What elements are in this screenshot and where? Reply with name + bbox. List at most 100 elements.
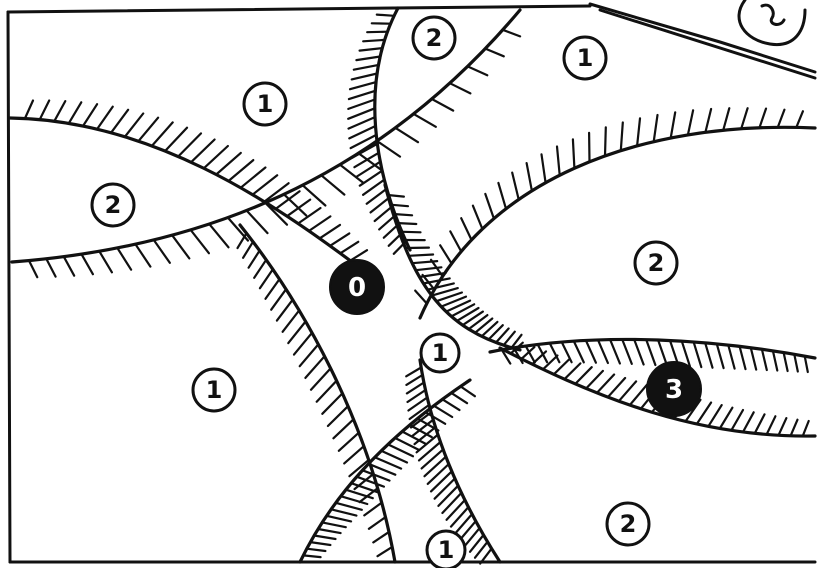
curve-top-arc-hatch: [348, 100, 375, 109]
curve-right-lens-bottom-hatch: [608, 378, 625, 397]
curve-right-upper-hatch: [671, 112, 676, 138]
region-label-bottom-right-region: 2: [607, 503, 649, 545]
curve-center-left-hatch: [300, 344, 319, 366]
region-label-top-right-region: 1: [564, 37, 606, 79]
curve-left-upper-hatch: [54, 101, 65, 121]
curve-left-lower-hatch: [154, 240, 170, 263]
curve-center-left-hatch: [266, 279, 280, 299]
curve-right-upper-hatch: [498, 183, 506, 209]
curve-center-left-hatch: [373, 532, 389, 543]
region-label-top-lens: 2: [413, 17, 455, 59]
curve-center-left-hatch: [333, 419, 353, 438]
curve-left-upper-hatch: [191, 140, 215, 163]
curve-center-left-hatch: [243, 242, 253, 258]
curve-left-lower-hatch: [136, 244, 151, 266]
curve-right-upper-hatch: [796, 111, 803, 127]
curve-left-lower-hatch: [450, 83, 471, 93]
diagram-frame: [8, 0, 815, 562]
curve-right-lens-top-hatch: [622, 339, 632, 364]
region-label-text: 1: [257, 90, 274, 118]
curve-center-left-hatch: [283, 311, 300, 332]
curve-left-upper-hatch: [111, 110, 128, 133]
curve-right-lens-top-hatch: [805, 356, 808, 372]
curve-right-lens-bottom-hatch: [697, 403, 711, 425]
curve-center-left-hatch: [344, 446, 364, 463]
curve-left-lower-hatch: [46, 259, 55, 277]
curve-right-upper-hatch: [705, 109, 711, 132]
curve-center-left-hatch: [254, 260, 266, 278]
curve-right-lens-top-hatch: [762, 349, 767, 370]
region-label-text: 3: [665, 375, 683, 405]
curve-right-upper-hatch: [621, 123, 623, 151]
curve-lower-left-arc-hatch: [318, 529, 341, 533]
region-label-text: 1: [577, 44, 594, 72]
curve-lower-left-arc-hatch: [327, 516, 352, 522]
curve-right-lens-top-hatch: [740, 346, 746, 369]
curve-left-upper-hatch: [178, 133, 201, 156]
curve-center-left-hatch: [249, 251, 260, 268]
curve-left-upper-hatch: [309, 216, 330, 231]
curve-right-lens-bottom-hatch: [731, 410, 743, 430]
region-label-text: 0: [348, 273, 366, 303]
curve-lower-middle-hatch: [447, 500, 465, 520]
curve-top-arc-hatch: [348, 108, 375, 119]
curve-lower-left-arc-hatch: [434, 406, 452, 417]
curve-center-right-hatch: [451, 304, 474, 316]
curve-right-upper-hatch: [461, 218, 471, 240]
curve-right-upper-hatch: [485, 194, 494, 219]
region-labels: 12210211321: [92, 17, 701, 568]
curve-lower-middle-hatch: [456, 514, 473, 533]
curve-left-upper-hatch: [330, 233, 349, 245]
curve-right-lens-bottom-hatch: [586, 371, 603, 389]
curve-right-lens-top-hatch: [658, 340, 667, 366]
curve-center-left-hatch: [311, 368, 331, 389]
curve-right-lens-bottom-hatch: [743, 412, 754, 432]
frame-left-edge: [8, 12, 10, 562]
curve-lower-middle-hatch: [422, 449, 444, 468]
curve-top-arc-hatch: [354, 65, 379, 70]
curve-right-upper-hatch: [512, 173, 519, 200]
curve-top-arc-hatch: [349, 117, 376, 129]
curve-center-left-hatch: [277, 300, 293, 321]
curve-left-lower-hatch: [414, 114, 436, 127]
curve-right-lens-bottom-hatch: [597, 375, 614, 393]
curve-right-lens-bottom-hatch: [791, 420, 798, 436]
frame-top-edge: [8, 6, 590, 12]
curve-right-upper-hatch: [473, 206, 483, 229]
curve-left-upper-hatch: [25, 101, 33, 119]
curve-top-arc-hatch: [377, 15, 394, 16]
curve-lower-left-arc-hatch: [322, 522, 346, 527]
curve-right-lens-top-hatch: [751, 348, 756, 370]
curve-right-lens-bottom-hatch: [720, 408, 733, 429]
region-label-text: 1: [206, 376, 223, 404]
curve-left-lower-hatch: [64, 257, 74, 276]
curve-right-upper-hatch: [778, 110, 785, 128]
curve-right-lens-bottom-hatch: [575, 367, 592, 384]
curve-right-lens-bottom-hatch: [779, 418, 787, 435]
curve-lower-left-arc-hatch: [461, 386, 475, 396]
curve-left-lower-hatch: [468, 66, 488, 75]
region-label-text: 2: [105, 191, 122, 219]
curve-lower-middle-hatch: [428, 464, 449, 484]
curve-center-left-hatch: [369, 517, 386, 529]
region-label-top-left-region: 1: [244, 83, 286, 125]
curve-top-arc-hatch: [349, 91, 375, 99]
curve-top-arc-hatch: [360, 48, 383, 51]
curve-left-upper-hatch: [320, 225, 340, 239]
curve-right-lens-top-hatch: [634, 340, 643, 365]
curve-right-upper-hatch: [542, 154, 546, 182]
curve-left-upper-hatch: [97, 107, 113, 129]
curve-left-upper-hatch: [340, 242, 358, 254]
curve-right-lens-bottom-hatch: [554, 360, 569, 375]
curve-right-upper-hatch: [723, 108, 729, 130]
region-label-text: 1: [432, 339, 449, 367]
curve-right-lens-top-hatch: [646, 340, 655, 365]
curve-center-left-hatch: [294, 333, 312, 355]
curve-right-lens-bottom-hatch: [708, 405, 721, 426]
curve-right-lens-bottom-hatch: [564, 363, 580, 379]
curve-right-upper-hatch: [759, 109, 766, 128]
curve-left-lower-hatch: [209, 224, 228, 247]
curve-lower-middle-hatch: [435, 479, 455, 499]
curve-right-upper-hatch: [440, 245, 451, 263]
